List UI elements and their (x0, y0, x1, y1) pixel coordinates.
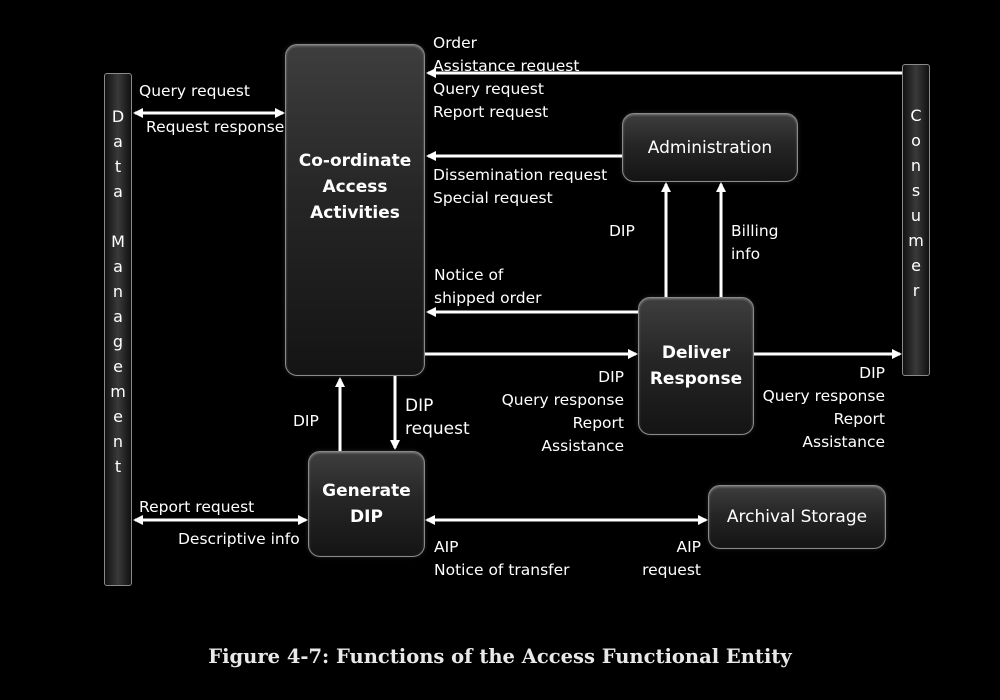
deliver-response-title: Deliver Response (649, 343, 743, 389)
data-management-letter: n (112, 282, 124, 301)
data-management-letter: a (113, 307, 123, 326)
consumer-letter: o (911, 131, 921, 150)
data-management-letter: D (111, 107, 125, 126)
data-management-letter: n (112, 432, 124, 451)
administration-title: Administration (647, 137, 773, 158)
archival-storage-title: Archival Storage (726, 507, 868, 527)
data-management-letter: g (112, 332, 124, 351)
data-management-letter: M (111, 232, 125, 251)
consumer-letter: C (910, 106, 922, 125)
label-aip-notice-of-transfer: AIP Notice of transfer (434, 538, 570, 579)
label-dip-request: DIP request (405, 396, 470, 439)
label-query-request: Query request (139, 82, 250, 100)
label-dip-generate-to-coordinate: DIP (293, 412, 319, 430)
administration-box: Administration (622, 113, 798, 182)
label-shipped-order: Notice of shipped order (434, 266, 542, 307)
figure-caption: Figure 4-7: Functions of the Access Func… (208, 645, 792, 668)
data-management-letter: a (113, 132, 123, 151)
label-dip-to-admin: DIP (609, 222, 635, 240)
data-management-letter: e (113, 357, 123, 376)
label-billing-info: Billing info (731, 222, 779, 263)
label-deliver-to-consumer: DIP Query response Report Assistance (762, 364, 885, 451)
consumer-letter: n (910, 156, 922, 175)
label-request-response: Request response (146, 118, 285, 136)
label-aip-request: AIP request (642, 538, 701, 579)
consumer-letter: u (910, 206, 922, 225)
archival-storage-box: Archival Storage (708, 485, 886, 549)
label-admin-to-coordinate: Dissemination request Special request (433, 166, 608, 207)
data-management-letter: t (114, 457, 122, 476)
consumer-letter: s (911, 181, 921, 200)
label-consumer-to-coordinate: Order Assistance request Query request R… (433, 34, 580, 121)
coordinate-access-box: Co-ordinate Access Activities (285, 44, 425, 376)
generate-dip-title: Generate DIP (322, 481, 411, 527)
consumer-letter: r (912, 281, 920, 300)
coordinate-access-title: Co-ordinate Access Activities (298, 151, 412, 223)
data-management-letter: m (110, 382, 126, 401)
generate-dip-box: Generate DIP (308, 451, 425, 557)
data-management-letter: e (113, 407, 123, 426)
consumer-letter: m (908, 231, 924, 250)
label-coordinate-to-deliver: DIP Query response Report Assistance (501, 368, 624, 455)
data-management-letter: t (114, 157, 122, 176)
label-descriptive-info: Descriptive info (178, 530, 300, 548)
deliver-response-box: Deliver Response (638, 297, 754, 435)
label-report-request: Report request (139, 498, 255, 516)
consumer-letter: e (911, 256, 921, 275)
data-management-letter: a (113, 257, 123, 276)
data-management-letter: a (113, 182, 123, 201)
